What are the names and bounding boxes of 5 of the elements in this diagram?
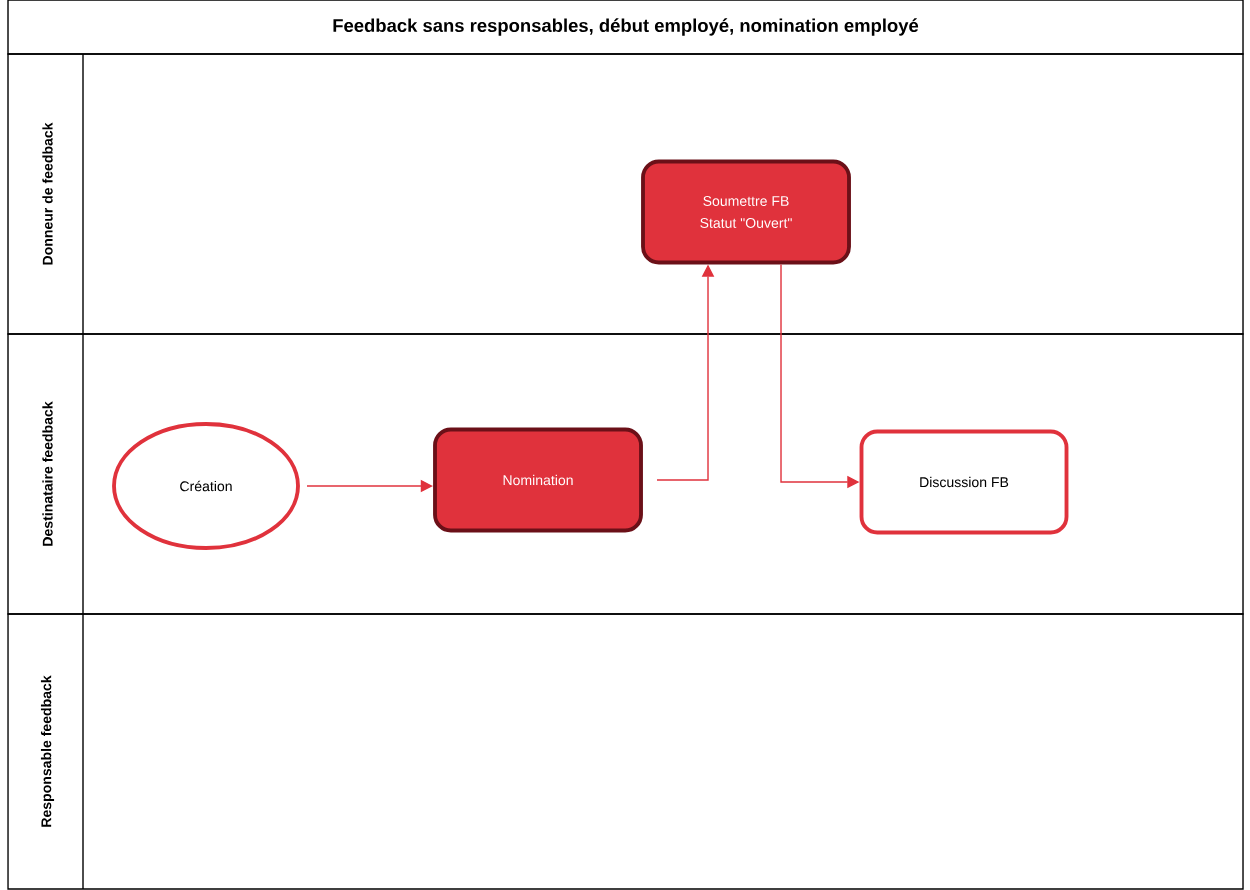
process-box: Soumettre FB Statut "Ouvert"	[641, 159, 851, 265]
title-bar: Feedback sans responsables, début employé, nomination employé	[7, 0, 1244, 55]
process-box: Nomination	[433, 427, 643, 533]
swimlane: Responsable feedback	[7, 613, 1244, 890]
process-box: Discussion FB	[859, 429, 1069, 535]
